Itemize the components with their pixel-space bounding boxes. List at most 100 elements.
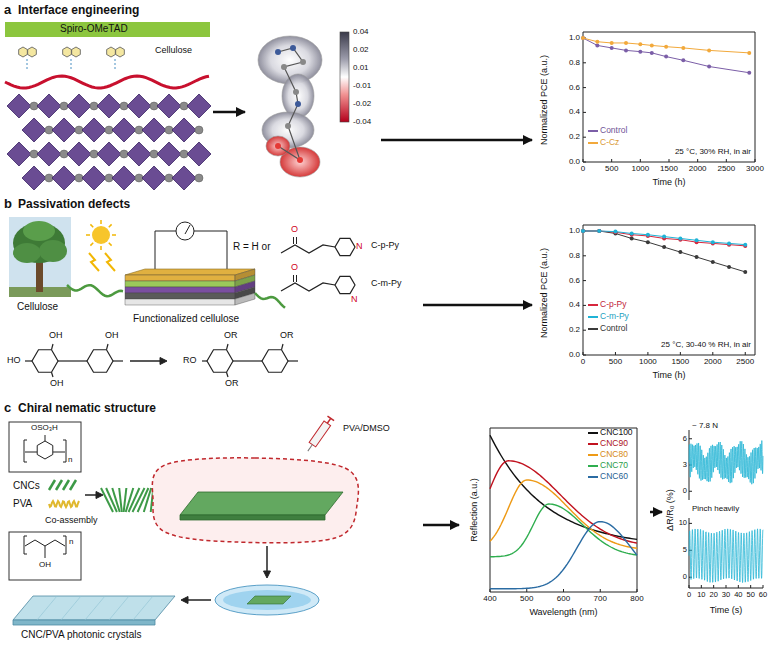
perovskite-octahedron bbox=[22, 118, 46, 142]
legend-swatch bbox=[588, 301, 598, 309]
glycosidic-bond bbox=[58, 360, 87, 361]
arrow-head bbox=[96, 492, 103, 499]
film-grid bbox=[109, 596, 129, 620]
tick-mark bbox=[526, 589, 527, 592]
substituent-bond bbox=[282, 344, 284, 350]
tick-mark bbox=[583, 112, 586, 113]
tick-mark bbox=[583, 62, 586, 63]
legend-item: CNC60 bbox=[588, 472, 628, 481]
syringe-plunger bbox=[327, 416, 334, 421]
perovskite-octahedron bbox=[7, 94, 31, 118]
pva-coil bbox=[49, 501, 79, 507]
perovskite-octahedron bbox=[97, 94, 121, 118]
passivation-scheme: CelluloseFunctionalized celluloseR = H o… bbox=[5, 213, 420, 395]
sun-ray bbox=[90, 224, 93, 227]
data-marker bbox=[695, 255, 699, 259]
node-text: O bbox=[291, 263, 298, 273]
node-text: 20 bbox=[709, 591, 717, 599]
node-text: n bbox=[69, 538, 73, 547]
node-text: n bbox=[68, 456, 72, 465]
node-text: 0.0 bbox=[569, 351, 580, 360]
illustration bbox=[5, 213, 420, 395]
panel-letter: a bbox=[4, 3, 11, 17]
node-text: 0.02 bbox=[353, 46, 369, 55]
illustration-group bbox=[689, 430, 763, 588]
node-text: 2500 bbox=[717, 165, 735, 174]
stability-chart: Normalized PCE (a.u.)Time (h)25 °C, 30-4… bbox=[535, 215, 770, 395]
atom bbox=[293, 89, 299, 95]
node-text: 0.8 bbox=[569, 251, 580, 260]
legend-text: C-Cz bbox=[600, 138, 619, 147]
tick-mark bbox=[611, 159, 612, 162]
droplet-outline bbox=[152, 458, 358, 543]
node-text: 0.6 bbox=[569, 83, 580, 92]
light-bolt bbox=[89, 253, 99, 271]
data-curve bbox=[583, 38, 749, 73]
tick-mark bbox=[745, 352, 746, 355]
tick-mark bbox=[697, 159, 698, 162]
carbonyl-bond bbox=[296, 275, 297, 282]
carbazole-ring bbox=[19, 47, 28, 57]
cation-sphere bbox=[195, 174, 203, 182]
node-text: 2000 bbox=[689, 165, 707, 174]
tick-mark bbox=[738, 585, 739, 588]
data-marker bbox=[624, 48, 628, 52]
illustration-group bbox=[258, 32, 349, 177]
meter bbox=[176, 222, 194, 240]
node-text: Wavelength (nm) bbox=[529, 608, 597, 618]
node-text: 1500 bbox=[671, 358, 689, 367]
film-grid bbox=[133, 596, 153, 620]
legend-swatch bbox=[588, 127, 598, 135]
esp-surface bbox=[282, 74, 314, 118]
data-marker bbox=[610, 41, 614, 45]
glycosidic-bond bbox=[113, 360, 123, 361]
tick-mark bbox=[647, 352, 648, 355]
chain-bond bbox=[25, 452, 37, 453]
water-dish bbox=[215, 585, 319, 615]
node-text: OH bbox=[39, 561, 51, 570]
node-text: Co-assembly bbox=[45, 516, 98, 526]
node-text: 1000 bbox=[631, 165, 649, 174]
glycosidic-bond bbox=[233, 360, 262, 361]
cnc-rod bbox=[49, 480, 55, 490]
perovskite-octahedron bbox=[82, 118, 106, 142]
legend-swatch bbox=[588, 440, 598, 448]
legend-swatch-line bbox=[588, 304, 598, 306]
perovskite-octahedron bbox=[52, 166, 76, 190]
perovskite-octahedron bbox=[67, 142, 91, 166]
node-text: 1000 bbox=[639, 358, 657, 367]
node-text: 40 bbox=[734, 591, 742, 599]
node-text: 500 bbox=[520, 595, 533, 604]
bracket bbox=[24, 536, 27, 554]
node-text: 0 bbox=[687, 591, 691, 599]
node-text: 30 bbox=[722, 591, 730, 599]
node-text: Pinch heavily bbox=[692, 505, 739, 514]
substituent-bond bbox=[25, 360, 32, 361]
bracket bbox=[24, 440, 27, 462]
vinyl-chain bbox=[281, 245, 335, 253]
data-marker bbox=[597, 229, 601, 233]
sun-ray bbox=[90, 243, 93, 246]
legend-text: C-m-Py bbox=[600, 312, 629, 321]
interaction-line bbox=[71, 59, 72, 70]
atom bbox=[285, 123, 291, 129]
node-text: CNCs bbox=[13, 480, 40, 491]
data-marker bbox=[681, 46, 685, 50]
tick-mark bbox=[755, 159, 756, 162]
data-marker bbox=[747, 71, 751, 75]
data-marker bbox=[595, 40, 599, 44]
data-marker bbox=[711, 240, 715, 244]
node-text: 0.04 bbox=[353, 28, 369, 37]
legend-swatch bbox=[588, 429, 598, 437]
legend-swatch-line bbox=[588, 142, 598, 144]
legend-item: Control bbox=[588, 324, 627, 333]
device-layer-side bbox=[235, 293, 255, 305]
node-text: 0.4 bbox=[569, 301, 580, 310]
node-text: 0 bbox=[683, 487, 687, 495]
data-marker bbox=[581, 229, 585, 233]
data-curve bbox=[583, 231, 745, 245]
flow-arrow bbox=[381, 139, 532, 142]
arrow-shaft bbox=[130, 360, 162, 362]
node-text: 1.0 bbox=[569, 34, 580, 43]
